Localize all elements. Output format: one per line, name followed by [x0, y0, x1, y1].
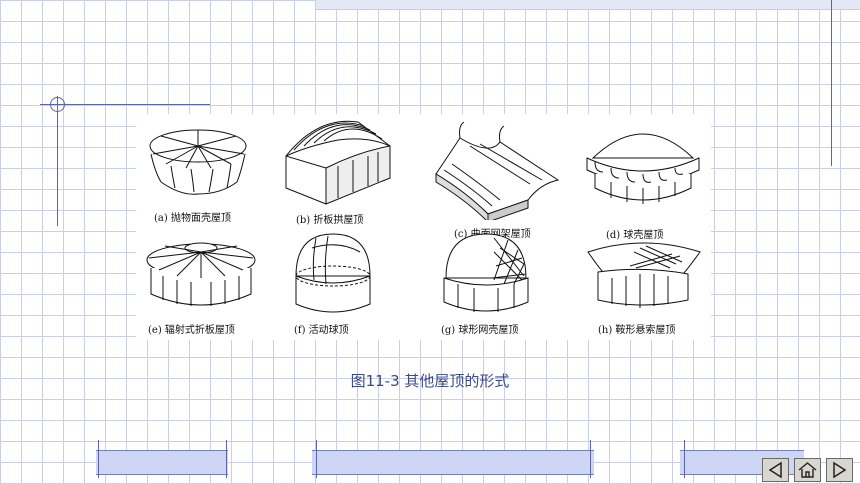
folded-plate-arch-roof-illustration	[285, 120, 391, 205]
home-button[interactable]	[794, 458, 821, 482]
spherical-shell-roof-illustration	[586, 133, 700, 204]
paraboloid-shell-roof-illustration	[149, 129, 247, 195]
radial-folded-plate-roof-illustration	[146, 242, 256, 306]
bottom-tick-1	[98, 440, 99, 478]
previous-slide-icon	[768, 461, 782, 479]
caption-b: (b) 折板拱屋顶	[296, 215, 364, 226]
figure-caption: 图11-3 其他屋顶的形式	[350, 372, 510, 390]
caption-e: (e) 辐射式折板屋顶	[148, 325, 235, 336]
curved-space-frame-roof-illustration	[435, 122, 560, 220]
home-icon	[798, 462, 817, 478]
spherical-lattice-shell-roof-illustration	[443, 233, 529, 312]
bottom-band-middle	[312, 450, 594, 475]
figure-panel: (a) 抛物面壳屋顶 (b) 折板拱屋顶 (c) 曲面网架屋顶	[136, 114, 711, 340]
next-slide-button[interactable]	[826, 458, 853, 482]
bottom-tick-3	[316, 440, 317, 478]
caption-h: (h) 鞍形悬索屋顶	[598, 325, 676, 336]
previous-slide-button[interactable]	[762, 458, 789, 482]
crosshair-circle	[50, 97, 65, 112]
saddle-cable-roof-illustration	[587, 242, 701, 308]
next-slide-icon	[833, 461, 847, 479]
bottom-tick-4	[590, 440, 591, 478]
bottom-tick-5	[684, 440, 685, 478]
right-vertical-rule	[831, 0, 832, 166]
caption-a: (a) 抛物面壳屋顶	[154, 213, 231, 224]
upper-horizontal-rule	[40, 104, 210, 105]
caption-d: (d) 球壳屋顶	[606, 230, 664, 241]
retractable-dome-illustration	[295, 233, 371, 313]
left-vertical-rule	[57, 96, 58, 226]
bottom-tick-2	[226, 440, 227, 478]
caption-f: (f) 活动球顶	[294, 325, 349, 336]
caption-g: (g) 球形网壳屋顶	[441, 325, 519, 336]
bottom-band-left	[96, 450, 228, 475]
top-decor-band	[316, 0, 860, 10]
